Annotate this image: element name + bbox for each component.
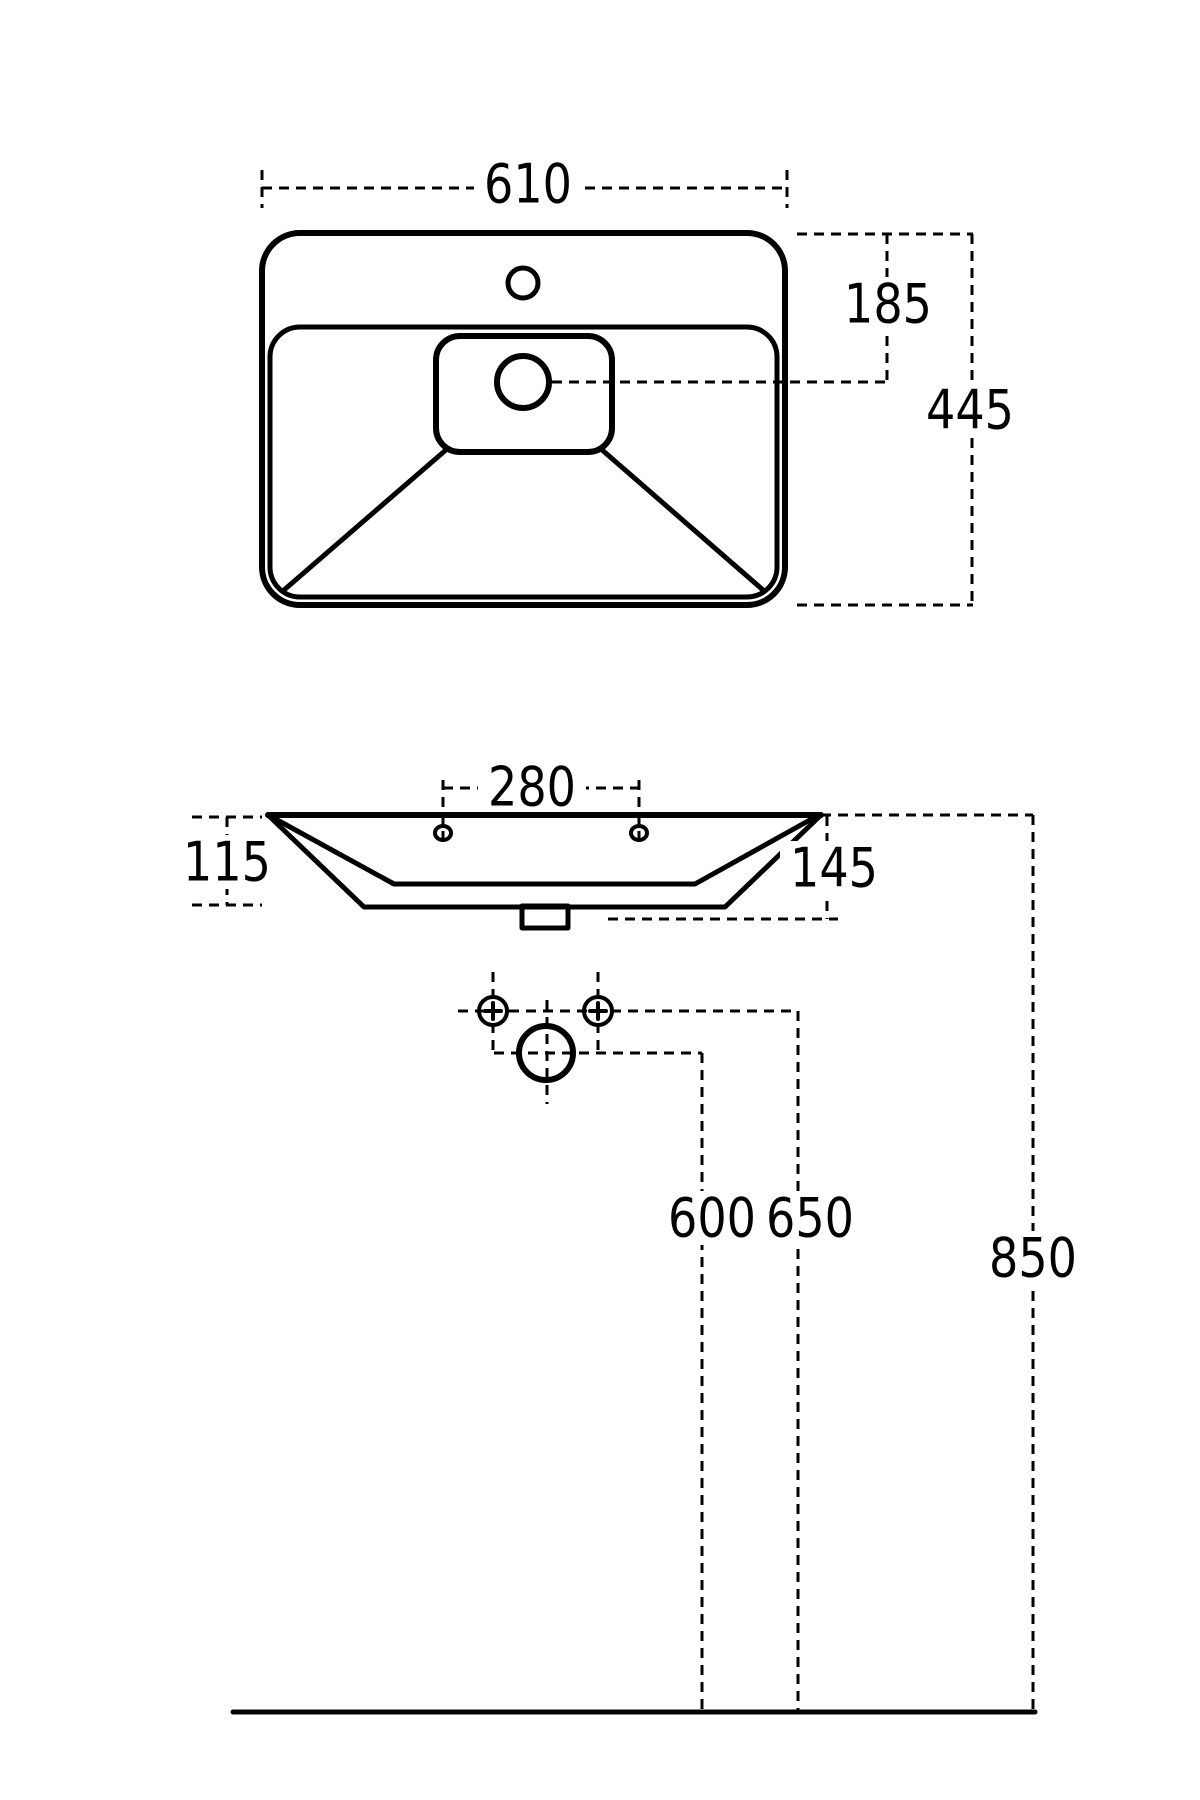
basin-inner-bowl <box>267 324 780 600</box>
dim-650-label-bg <box>756 1191 864 1245</box>
dim-145-label-bg <box>780 841 888 895</box>
dim-610-label-bg <box>474 156 582 210</box>
supply-connection-left <box>477 995 509 1027</box>
dimension-445: 445 <box>797 234 1024 607</box>
dim-280-label-bg <box>478 762 586 812</box>
dimension-185: 185 <box>797 232 973 382</box>
bowl-slope-right <box>598 446 766 593</box>
dim-445-label-bg <box>916 383 1024 437</box>
dim-280-label: 280 <box>488 756 576 819</box>
dimension-280: 280 <box>441 756 641 848</box>
dim-445-label: 445 <box>926 379 1014 442</box>
dim-185-label: 185 <box>844 273 932 336</box>
dimension-610: 610 <box>260 153 789 216</box>
dimension-145: 145 <box>608 816 888 921</box>
dim-600-label: 600 <box>668 1187 756 1250</box>
waste-stub <box>519 903 571 931</box>
basin-outer-rim <box>259 230 788 608</box>
dim-850-label: 850 <box>989 1227 1077 1290</box>
dim-610-label: 610 <box>484 153 572 216</box>
front-inner-profile <box>267 813 820 887</box>
dim-115-label-bg <box>173 835 281 889</box>
fixing-hole-right <box>629 824 649 842</box>
dim-115-label: 115 <box>183 831 271 894</box>
dim-185-label-bg <box>834 277 942 331</box>
plan-view: 610 185 445 <box>259 153 1024 608</box>
dim-145-label: 145 <box>790 837 878 900</box>
dim-600-label-bg <box>658 1191 766 1245</box>
dimension-600: 600 <box>658 1053 766 1712</box>
dim-650-label: 650 <box>766 1187 854 1250</box>
fixing-hole-left <box>433 824 453 842</box>
supply-connection-right <box>582 995 614 1027</box>
tap-hole <box>505 265 541 301</box>
dimension-650: 650 <box>756 1011 864 1712</box>
front-view: 280 115 145 <box>173 756 888 931</box>
dimension-850: 850 <box>979 1227 1087 1290</box>
dim-850-label-bg <box>979 1231 1087 1285</box>
waste-connection <box>516 1023 576 1083</box>
dimension-115: 115 <box>173 815 281 907</box>
installation-schematic: 600 650 850 <box>230 813 1087 1715</box>
bowl-slope-left <box>281 446 450 593</box>
drain-hole <box>494 353 552 411</box>
drain-box <box>433 333 615 455</box>
